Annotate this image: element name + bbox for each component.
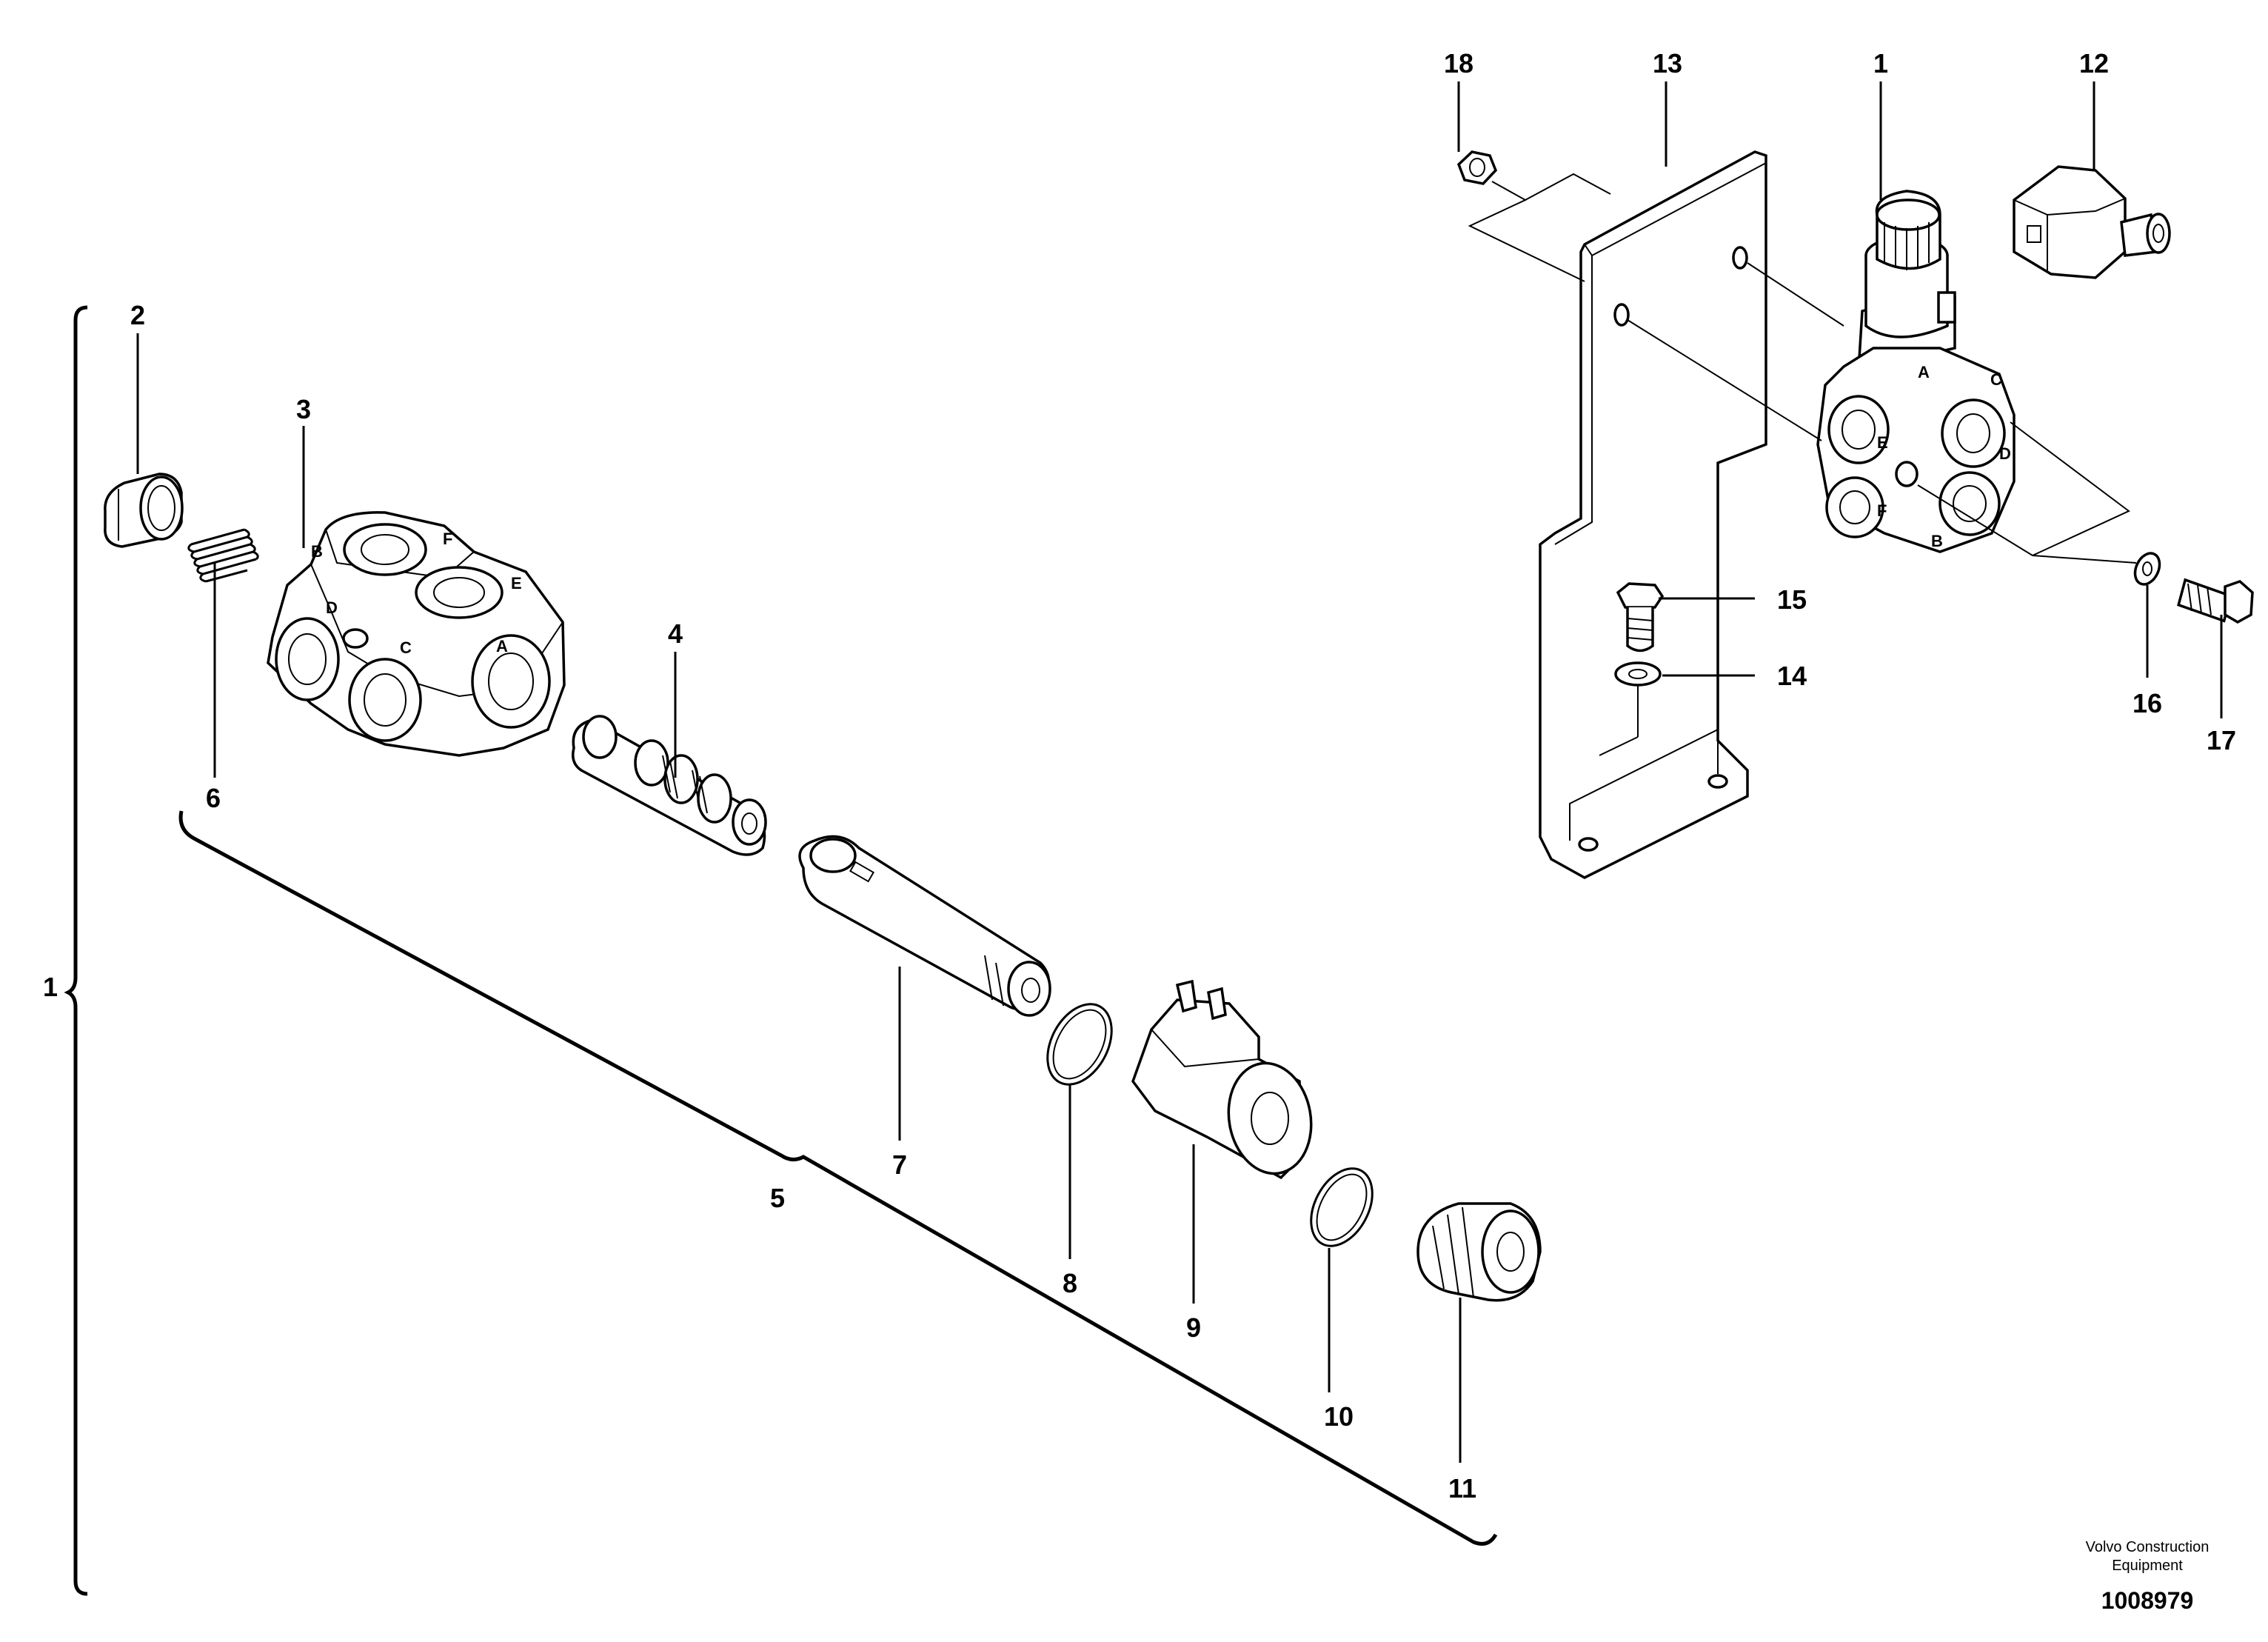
port-label-d-assembly: D [1999,444,2011,463]
callout-labels: 1 2 3 4 5 6 7 8 9 10 11 12 13 14 15 16 1… [43,48,2236,1504]
callout-7: 7 [892,1149,907,1180]
bolt-part-15 [1616,582,1665,653]
callout-11: 11 [1448,1473,1476,1504]
callout-3: 3 [296,394,311,424]
electrical-connector-part [2013,165,2171,279]
callout-1-top: 1 [1873,48,1888,79]
credit-line-1: Volvo Construction [2086,1539,2210,1555]
callout-5: 5 [770,1183,785,1213]
washer-part-16 [2133,552,2161,586]
port-label-b-body: B [311,542,323,561]
callout-12: 12 [2079,48,2109,79]
callout-8: 8 [1063,1268,1077,1298]
o-ring-part-10 [1310,1167,1374,1247]
port-label-d-body: D [326,598,338,617]
kit-5-bracket [178,810,1498,1546]
port-label-a-assembly: A [1918,363,1930,381]
callout-17: 17 [2207,725,2236,755]
spring-part [187,528,259,583]
callout-13: 13 [1653,48,1682,79]
port-label-a-body: A [496,637,508,655]
callout-1-left: 1 [43,972,58,1002]
tube-part [798,835,1051,1017]
small-nut-part [1456,150,1498,185]
plug-part [104,473,184,548]
assembly-1-bracket [64,305,88,1596]
knurled-nut-part [1416,1202,1542,1302]
solenoid-coil-part [1131,979,1313,1180]
port-label-f-assembly: F [1877,501,1887,520]
port-label-b-assembly: B [1931,532,1943,550]
mounting-plate-part [1539,150,1767,879]
port-label-e-body: E [511,574,522,593]
port-label-c-assembly: C [1990,370,2002,389]
port-label-e-assembly: E [1877,433,1888,452]
port-label-c-body: C [400,638,412,657]
callout-6: 6 [206,783,221,813]
callout-10: 10 [1324,1401,1354,1432]
o-ring-part-8 [1046,1003,1113,1086]
assembled-valve-part: A C D E F B [1816,190,2016,553]
assembly-connection-lines [1468,173,2137,841]
callout-2: 2 [130,300,145,330]
valve-body-part: B F E D C A [267,511,566,757]
callout-18: 18 [1444,48,1473,79]
callout-14: 14 [1777,661,1807,691]
callout-9: 9 [1186,1312,1201,1343]
callout-16: 16 [2132,688,2162,718]
bolt-part-17 [2177,578,2254,624]
document-number: 1008979 [2101,1587,2194,1614]
callout-15: 15 [1777,584,1807,615]
washer-part-14 [1614,661,1662,687]
port-label-f-body: F [443,530,452,548]
spool-part [572,715,767,856]
credit-line-2: Equipment [2112,1558,2183,1574]
callout-4: 4 [668,618,683,649]
leader-lines [136,81,2223,1463]
